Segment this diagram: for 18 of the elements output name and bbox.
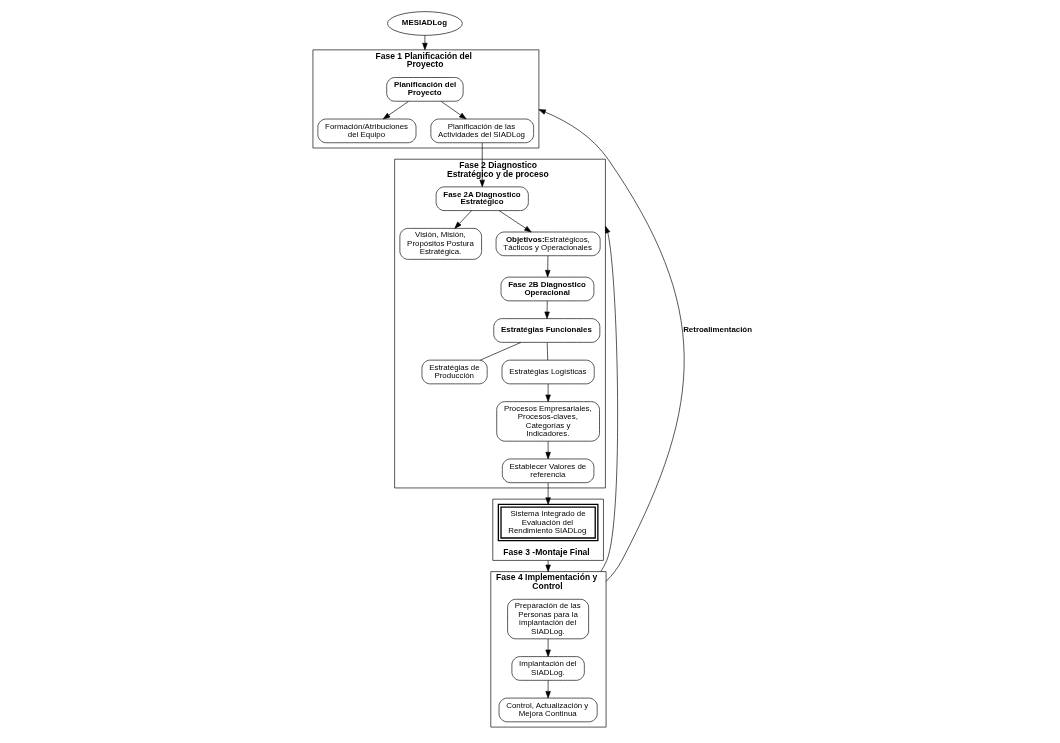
- connector: [546, 341, 549, 360]
- arrow: [498, 209, 532, 232]
- arrow: [545, 638, 551, 657]
- arrow: [454, 209, 472, 229]
- arrow: [545, 440, 551, 459]
- arrow: [545, 559, 551, 572]
- arrow: [382, 100, 409, 119]
- arrow: [440, 100, 467, 119]
- arrow: [544, 300, 550, 319]
- arrow: [545, 679, 551, 698]
- arrow: [545, 383, 551, 402]
- arrow: [600, 225, 618, 572]
- arrow: [538, 108, 685, 582]
- arrow: [545, 255, 551, 277]
- arrow: [545, 482, 551, 505]
- connector: [480, 341, 522, 360]
- arrow: [422, 34, 428, 50]
- arrow: [479, 142, 485, 187]
